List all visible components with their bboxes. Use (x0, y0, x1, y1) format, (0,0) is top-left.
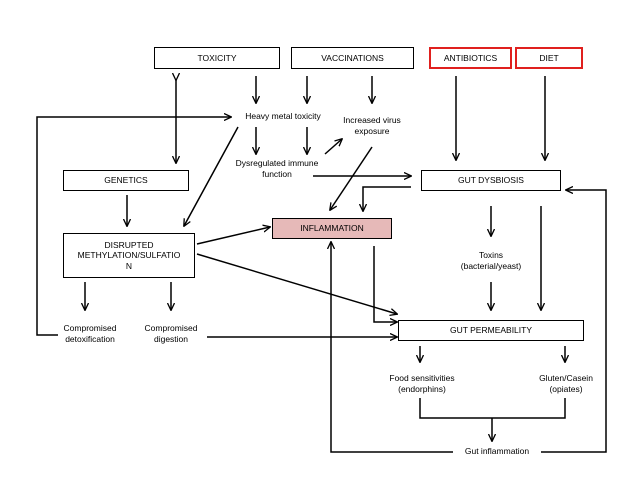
edge-disrupted-inflammation (196, 227, 270, 245)
antibiotics-node: ANTIBIOTICS (429, 47, 512, 69)
gluten-casein-label: Gluten/Casein (opiates) (539, 373, 593, 395)
food-sensitivities-label: Food sensitivities (endorphins) (389, 373, 455, 395)
edge-virus-inflammation (330, 146, 373, 210)
vaccinations-node: VACCINATIONS (291, 47, 414, 69)
gut-dysbiosis-node: GUT DYSBIOSIS (421, 170, 561, 191)
edge-heavymetal-disrupted (184, 126, 239, 226)
compromised-detox-label: Compromised detoxification (63, 323, 117, 345)
heavy-metal-label: Heavy metal toxicity (245, 111, 321, 121)
increased-virus-label: Increased virus exposure (343, 115, 401, 137)
edge-gutinflammation-dysbiosis (540, 190, 607, 453)
gut-permeability-node: GUT PERMEABILITY (398, 320, 584, 341)
gut-dysbiosis-label: GUT DYSBIOSIS (458, 175, 524, 186)
diet-node: DIET (515, 47, 583, 69)
gut-inflammation-label: Gut inflammation (453, 446, 541, 458)
disrupted-methylation-label: DISRUPTED METHYLATION/SULFATIO N (77, 239, 181, 271)
compromised-digestion-label: Compromised digestion (144, 323, 198, 345)
edge-gutinflammation-inflammation (331, 242, 453, 453)
genetics-label: GENETICS (104, 175, 148, 186)
edge-disrupted-permeability (196, 253, 397, 314)
edge-dysbiosis-inflammation (363, 186, 411, 211)
diet-label: DIET (539, 52, 559, 63)
toxicity-label: TOXICITY (197, 52, 237, 63)
toxicity-node: TOXICITY (154, 47, 280, 69)
inflammation-node: INFLAMMATION (272, 218, 392, 239)
disrupted-methylation-node: DISRUPTED METHYLATION/SULFATIO N (63, 233, 195, 278)
edge-inflammation-permeability (373, 246, 397, 322)
edge-food-merge (419, 398, 566, 419)
gut-permeability-label: GUT PERMEABILITY (449, 325, 533, 336)
genetics-node: GENETICS (63, 170, 189, 191)
edge-dysreg-virus (324, 139, 342, 155)
vaccinations-label: VACCINATIONS (321, 52, 384, 63)
dysregulated-immune-label: Dysregulated immune function (235, 158, 319, 180)
toxins-label: Toxins (bacterial/yeast) (460, 250, 522, 272)
edge-detox-heavymetal-loop (36, 117, 231, 336)
antibiotics-label: ANTIBIOTICS (443, 52, 498, 63)
inflammation-label: INFLAMMATION (300, 223, 364, 234)
